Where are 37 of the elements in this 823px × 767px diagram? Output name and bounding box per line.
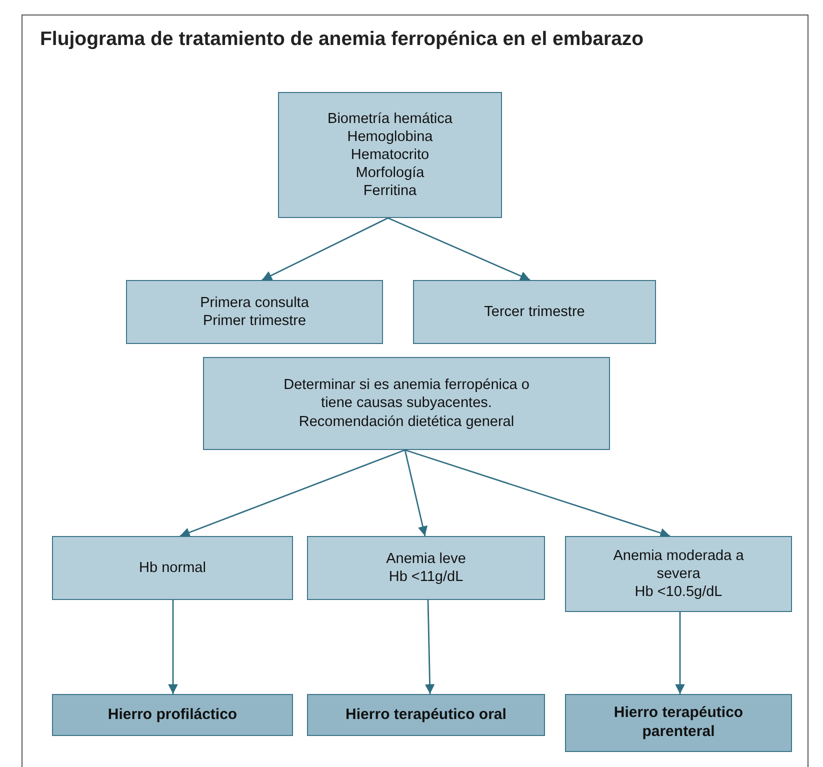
node-text: Anemia leve bbox=[386, 550, 466, 568]
node-text: Hierro profiláctico bbox=[108, 706, 238, 724]
node-text: Biometría hemática bbox=[328, 110, 452, 128]
arrow bbox=[180, 449, 406, 538]
node-text: Anemia moderada a severa bbox=[612, 546, 745, 584]
process-box bbox=[52, 536, 293, 600]
arrow bbox=[675, 612, 685, 694]
treatment-box bbox=[52, 694, 293, 736]
node-text: Primer trimestre bbox=[202, 312, 306, 330]
node-text: Hb <11g/dL bbox=[388, 568, 464, 586]
arrow bbox=[424, 600, 435, 694]
node-text: Hematocrito bbox=[350, 146, 430, 164]
process-box bbox=[203, 357, 610, 450]
process-box bbox=[413, 280, 656, 344]
process-box bbox=[278, 92, 502, 218]
node-text: Morfología bbox=[356, 164, 424, 182]
diagram-title: Flujograma de tratamiento de anemia ferropénica en el embarazo bbox=[40, 28, 644, 51]
node-text: Determinar si es anemia ferropénica o tiene causas subyacentes. bbox=[282, 376, 530, 413]
node-text: Tercer trimestre bbox=[484, 302, 585, 322]
node-text: Hierro terapéutico oral bbox=[346, 706, 506, 724]
node-text: Hb normal bbox=[139, 558, 206, 578]
node-text: Hierro terapéutico parenteral bbox=[612, 704, 744, 742]
arrow bbox=[404, 450, 428, 536]
treatment-box bbox=[307, 694, 545, 736]
process-box bbox=[126, 280, 383, 344]
arrow bbox=[168, 600, 178, 694]
treatment-box bbox=[565, 694, 792, 752]
arrow bbox=[404, 449, 670, 538]
process-box bbox=[565, 536, 792, 612]
node-text: Ferritina bbox=[363, 182, 417, 200]
node-text: Primera consulta bbox=[200, 294, 309, 312]
node-text: Hemoglobina bbox=[347, 128, 433, 146]
arrow bbox=[388, 217, 530, 281]
node-text: Hb <10.5g/dL bbox=[634, 583, 722, 602]
arrow bbox=[262, 217, 388, 281]
process-box bbox=[307, 536, 545, 600]
node-text: Recomendación dietética general bbox=[298, 412, 514, 431]
